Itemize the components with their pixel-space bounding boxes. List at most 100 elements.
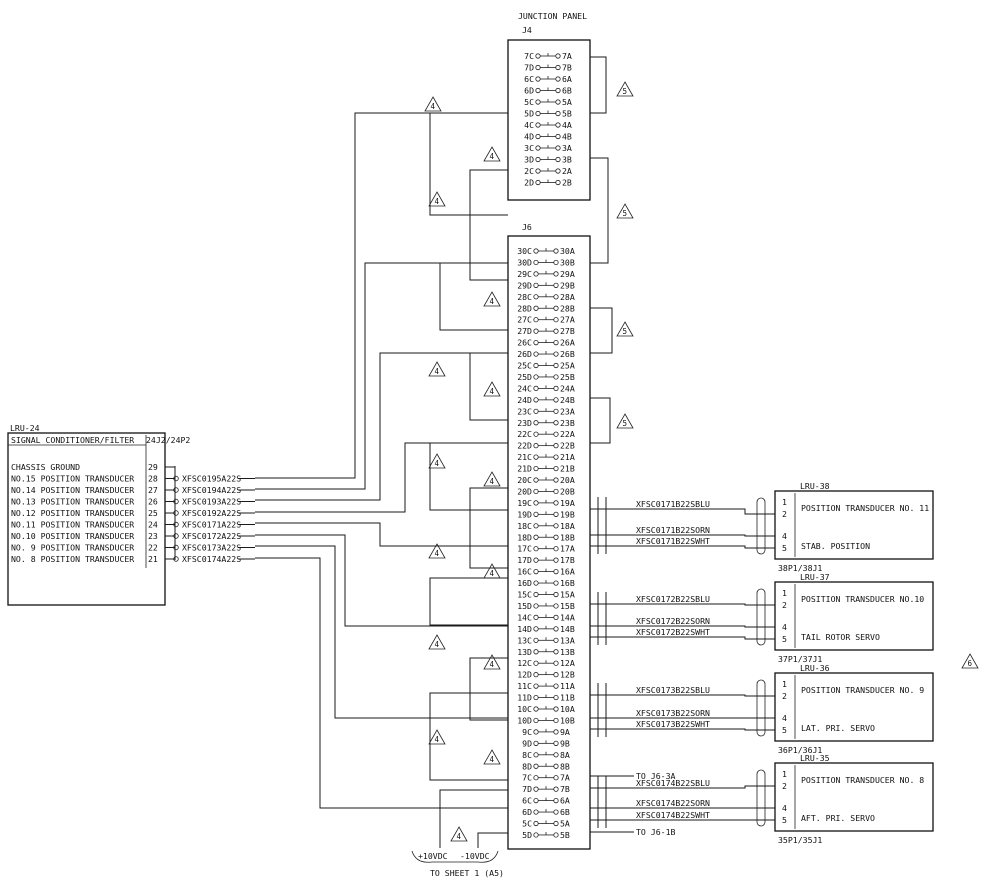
pin-contact-icon xyxy=(533,397,539,403)
j4-pin-right: 2A xyxy=(562,166,572,176)
lru24-row-pin: 22 xyxy=(148,543,158,553)
j6-pin-left: 17D xyxy=(517,555,532,565)
pin-contact-icon xyxy=(553,454,559,460)
lru24-row-wire: XFSC0171A22S xyxy=(182,520,241,530)
lru24-row-pin: 24 xyxy=(148,520,158,530)
lru24-row: NO. 9 POSITION TRANSDUCER 22 XFSC0173A22S xyxy=(11,543,255,553)
j6-pin-right: 16A xyxy=(560,567,575,577)
pin-contact-icon xyxy=(553,431,559,437)
pin-contact-icon xyxy=(535,64,541,71)
pin-contact-icon xyxy=(533,603,539,609)
pin-contact-icon xyxy=(553,305,559,311)
pin-contact-icon xyxy=(553,351,559,357)
note-triangle-icon: 4 xyxy=(450,826,468,842)
pin-contact-icon xyxy=(555,168,561,174)
j6-pin-left: 21C xyxy=(517,452,532,462)
pin-contact-icon xyxy=(535,76,541,82)
shield-splice-icon xyxy=(173,533,179,539)
pin-contact-icon xyxy=(553,568,559,575)
j6-pin-right: 5A xyxy=(560,819,570,829)
shield-icon xyxy=(756,679,766,737)
pin-contact-icon xyxy=(535,156,541,163)
lru24-row-label: NO.14 POSITION TRANSDUCER xyxy=(11,485,134,495)
pin-contact-icon xyxy=(533,374,539,380)
shield-splice-icon xyxy=(173,544,179,551)
pin-contact-icon xyxy=(533,317,539,323)
pin-contact-icon xyxy=(553,763,559,769)
lru-unit-wire: XFSC0171B22SBLU xyxy=(636,499,710,509)
note-triangle-icon: 5 xyxy=(616,81,634,97)
lru24-row-label: NO. 9 POSITION TRANSDUCER xyxy=(11,543,134,553)
lru-unit-wire: XFSC0174B22SORN xyxy=(636,798,710,808)
lru24-box xyxy=(7,432,166,606)
j6-pin-row: 28D 28B xyxy=(517,303,575,313)
pin-contact-icon xyxy=(533,672,539,678)
j6-pin-left: 6C xyxy=(522,796,532,806)
j6-pin-right: 24B xyxy=(560,395,575,405)
svg-text:4: 4 xyxy=(431,102,436,111)
pin-contact-icon xyxy=(533,385,539,391)
pin-contact-icon xyxy=(553,820,559,827)
connector-j6 xyxy=(507,235,591,850)
lru24-row-pin: 29 xyxy=(148,462,158,472)
pin-contact-icon xyxy=(533,420,539,426)
pin-contact-icon xyxy=(533,809,539,815)
lru24-row-wire: XFSC0173A22S xyxy=(182,543,241,553)
lru-unit-pin: 5 xyxy=(782,815,787,825)
lru-unit-box xyxy=(774,581,934,651)
j4-pin-left: 2C xyxy=(524,166,534,176)
pin-contact-icon xyxy=(533,523,539,529)
lru-unit-id: LRU-38 xyxy=(800,481,830,491)
j6-pin-left: 24C xyxy=(517,383,532,393)
j6-pin-row: 16C 16A xyxy=(517,567,575,577)
j4-pin-right: 6A xyxy=(562,74,572,84)
lru-unit-title: POSITION TRANSDUCER NO. 8 xyxy=(801,775,924,785)
j4-pin-left: 5D xyxy=(524,109,534,119)
pin-contact-icon xyxy=(535,145,541,151)
j4-pin-right: 4A xyxy=(562,120,572,130)
j6-pin-left: 20D xyxy=(517,486,532,496)
j4-label: J4 xyxy=(522,25,532,35)
note-triangle-icon: 5 xyxy=(616,203,634,219)
pin-contact-icon xyxy=(533,626,539,632)
j6-pin-left: 16C xyxy=(517,567,532,577)
pin-contact-icon xyxy=(553,706,559,712)
j6-pin-left: 28D xyxy=(517,303,532,313)
note-triangle-icon: 4 xyxy=(424,96,442,112)
j6-pin-right: 28B xyxy=(560,303,575,313)
pin-contact-icon xyxy=(553,248,559,254)
lru-unit-pin: 4 xyxy=(782,531,787,541)
j6-pin-right: 11B xyxy=(560,693,575,703)
lru-unit-connector: 38P1/38J1 xyxy=(778,563,822,573)
pin-contact-icon xyxy=(553,362,559,369)
j6-pin-right: 9A xyxy=(560,727,570,737)
pin-contact-icon xyxy=(553,717,559,724)
j6-pin-right: 8B xyxy=(560,761,570,771)
lru-unit-connector: 37P1/37J1 xyxy=(778,654,822,664)
lru-unit-wire: XFSC0173B22SWHT xyxy=(636,719,710,729)
j6-pin-right: 29B xyxy=(560,280,575,290)
j6-pin-left: 5C xyxy=(522,819,532,829)
pin-contact-icon xyxy=(555,145,561,151)
pin-contact-icon xyxy=(553,420,559,426)
lru-unit-box xyxy=(774,672,934,742)
j6-pin-left: 18C xyxy=(517,521,532,531)
j4-pin-left: 6C xyxy=(524,74,534,84)
